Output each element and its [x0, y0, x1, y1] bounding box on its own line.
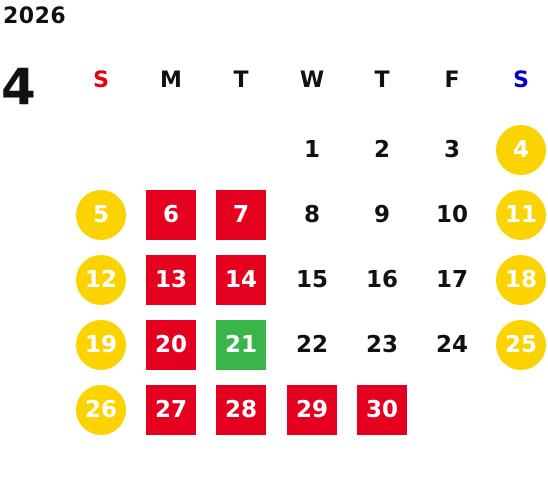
- day-cell-22[interactable]: 22: [295, 332, 328, 358]
- day-cell-15[interactable]: 15: [295, 267, 328, 293]
- day-cell-16[interactable]: 16: [365, 267, 398, 293]
- weekday-label-sun: S: [93, 67, 109, 93]
- day-cell-10[interactable]: 10: [435, 202, 468, 228]
- day-cell-24[interactable]: 24: [435, 332, 468, 358]
- day-cell-5[interactable]: 5: [76, 190, 126, 240]
- weekday-label-mon: M: [160, 67, 182, 93]
- day-cell-2[interactable]: 2: [373, 137, 390, 163]
- day-cell-28[interactable]: 28: [216, 385, 266, 435]
- day-cell-7[interactable]: 7: [216, 190, 266, 240]
- day-cell-20[interactable]: 20: [146, 320, 196, 370]
- week-row: 19 20 21 22 23 24 25: [0, 320, 548, 370]
- day-cell-3[interactable]: 3: [443, 137, 460, 163]
- day-cell-23[interactable]: 23: [365, 332, 398, 358]
- weekday-label-fri: F: [444, 67, 460, 93]
- year-label: 2026: [3, 4, 67, 29]
- day-cell-17[interactable]: 17: [435, 267, 468, 293]
- day-cell-30[interactable]: 30: [357, 385, 407, 435]
- day-cell-1[interactable]: 1: [303, 137, 320, 163]
- day-cell-21[interactable]: 21: [216, 320, 266, 370]
- weekday-label-sat: S: [513, 67, 529, 93]
- day-cell-8[interactable]: 8: [303, 202, 320, 228]
- day-cell-25[interactable]: 25: [496, 320, 546, 370]
- weekday-label-tue: T: [233, 67, 249, 93]
- month-label: 4: [1, 58, 36, 116]
- day-cell-6[interactable]: 6: [146, 190, 196, 240]
- day-cell-27[interactable]: 27: [146, 385, 196, 435]
- weekday-header: S M T W T F S: [0, 55, 548, 105]
- week-row: 12 13 14 15 16 17 18: [0, 255, 548, 305]
- weekday-label-wed: W: [299, 67, 325, 93]
- week-row: 5 6 7 8 9 10 11: [0, 190, 548, 240]
- day-cell-13[interactable]: 13: [146, 255, 196, 305]
- week-row: 26 27 28 29 30: [0, 385, 548, 435]
- day-cell-18[interactable]: 18: [496, 255, 546, 305]
- weekday-label-thu: T: [374, 67, 390, 93]
- day-cell-29[interactable]: 29: [287, 385, 337, 435]
- week-row: 1 2 3 4: [0, 125, 548, 175]
- day-cell-26[interactable]: 26: [76, 385, 126, 435]
- day-cell-9[interactable]: 9: [373, 202, 390, 228]
- day-cell-4[interactable]: 4: [496, 125, 546, 175]
- day-cell-19[interactable]: 19: [76, 320, 126, 370]
- day-cell-14[interactable]: 14: [216, 255, 266, 305]
- day-cell-12[interactable]: 12: [76, 255, 126, 305]
- day-cell-11[interactable]: 11: [496, 190, 546, 240]
